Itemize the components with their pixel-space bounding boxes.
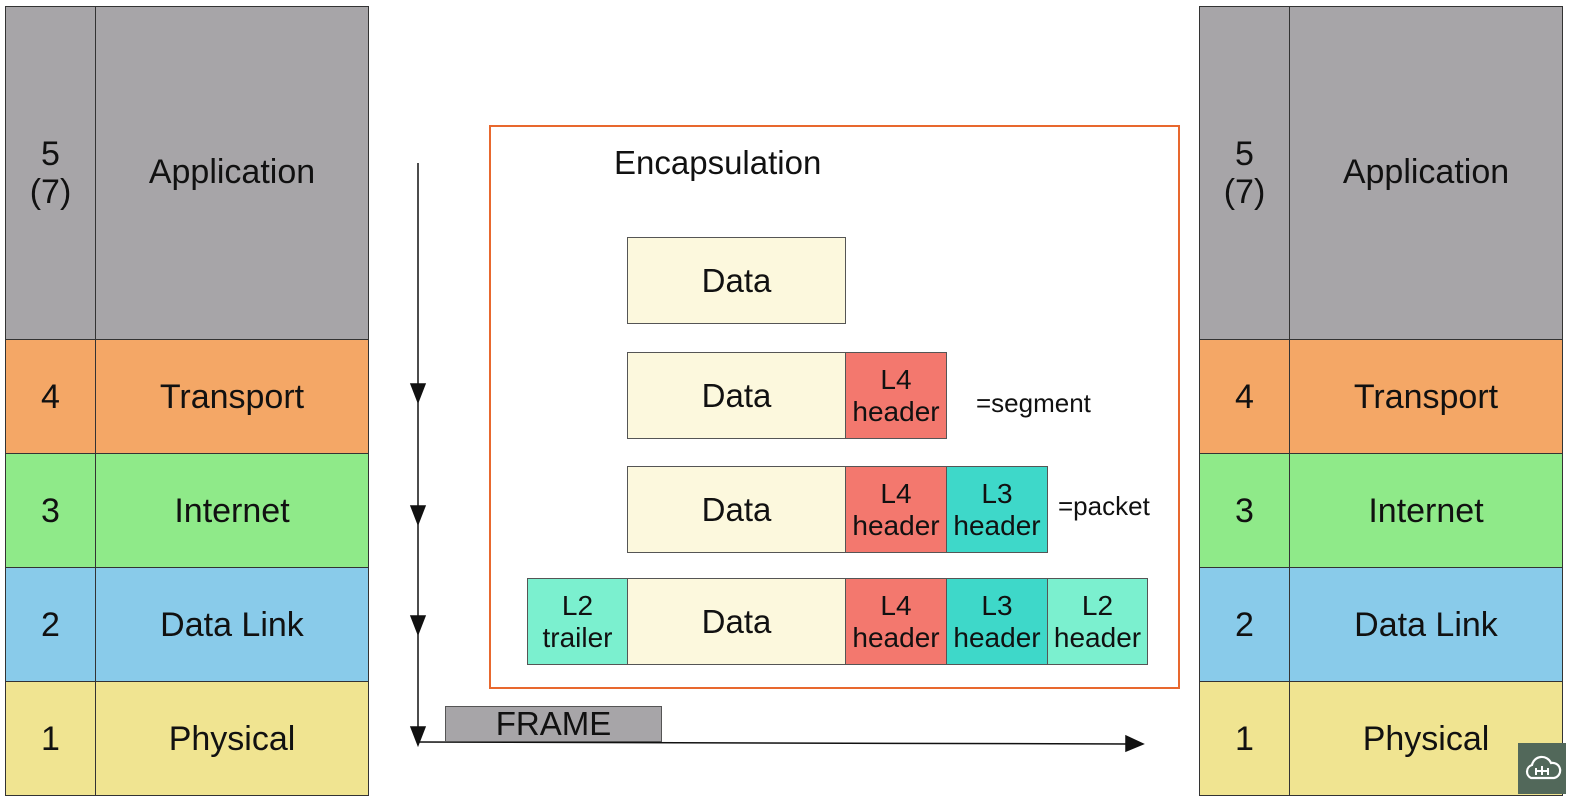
l3-header-block: L3 header [946,466,1048,553]
arrowhead-right [1125,734,1145,753]
data-block: Data [627,578,846,665]
layer-number: 4 [1200,340,1290,453]
layer-name: Transport [1353,377,1499,416]
layer-name: Physical [168,719,296,758]
layer-name: Application [148,153,316,191]
l4-header-block: L4 header [845,352,947,439]
right-layer-stack: 5 (7) Application 4 Transport 3 Internet… [1199,6,1563,796]
arrowhead-down-transport [409,383,427,405]
layer-name: Transport [159,377,305,416]
left-layer-stack: 5 (7) Application 4 Transport 3 Internet… [5,6,369,796]
right-layer-application: 5 (7) Application [1199,6,1563,340]
encapsulation-box [489,125,1180,689]
layer-number: 5 (7) [1200,7,1290,339]
left-layer-physical: 1 Physical [5,682,369,796]
arrowhead-down-internet [409,505,427,527]
arrowhead-down-data-link [409,615,427,637]
frame-label: FRAME [445,705,662,742]
layer-name: Application [1342,153,1510,191]
layer-number: 2 [6,568,96,681]
layer-number: 4 [6,340,96,453]
encapsulation-title: Encapsulation [614,144,822,181]
arrowhead-down-physical [409,726,427,748]
packet-label: =packet [1058,491,1150,521]
l3-header-block: L3 header [946,578,1048,665]
left-layer-internet: 3 Internet [5,454,369,568]
layer-number: 3 [1200,454,1290,567]
layer-name: Internet [174,491,290,530]
right-layer-physical: 1 Physical [1199,682,1563,796]
layer-name: Internet [1368,491,1484,530]
data-block: Data [627,237,846,324]
layer-number: 1 [1200,682,1290,795]
layer-number: 5 (7) [6,7,96,339]
l4-header-block: L4 header [845,578,947,665]
layer-name: Physical [1362,719,1490,758]
data-block: Data [627,352,846,439]
l4-header-block: L4 header [845,466,947,553]
left-layer-transport: 4 Transport [5,340,369,454]
right-layer-internet: 3 Internet [1199,454,1563,568]
right-layer-transport: 4 Transport [1199,340,1563,454]
left-layer-application: 5 (7) Application [5,6,369,340]
right-arrow-line [417,741,1129,745]
left-layer-data-link: 2 Data Link [5,568,369,682]
cloud-network-logo-icon [1518,743,1566,794]
layer-number: 2 [1200,568,1290,681]
l2-trailer-block: L2 trailer [527,578,628,665]
l2-header-block: L2 header [1047,578,1148,665]
layer-name: Data Link [160,605,304,644]
data-block: Data [627,466,846,553]
layer-name: Data Link [1354,605,1498,644]
segment-label: =segment [976,388,1091,418]
layer-number: 1 [6,682,96,795]
right-layer-data-link: 2 Data Link [1199,568,1563,682]
layer-number: 3 [6,454,96,567]
